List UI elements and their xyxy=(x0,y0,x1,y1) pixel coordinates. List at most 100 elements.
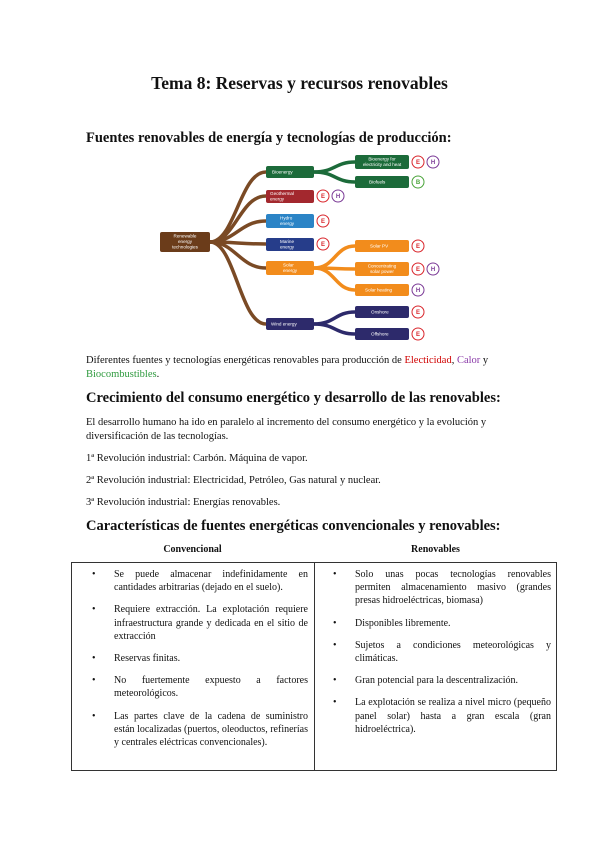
node-label: Hydro xyxy=(280,216,293,221)
list-item: Se puede almacenar indefinidamente en ca… xyxy=(92,568,308,594)
svg-text:H: H xyxy=(416,288,420,294)
node-root: Renewable energy technologies xyxy=(160,232,210,252)
badge-electricity: E xyxy=(411,305,425,319)
branch-line xyxy=(313,160,356,174)
node-label: energy xyxy=(283,268,298,273)
conventional-column: Se puede almacenar indefinidamente en ca… xyxy=(72,563,315,770)
svg-text:E: E xyxy=(321,219,325,225)
section-heading-growth: Crecimiento del consumo energético y des… xyxy=(86,390,501,406)
industrial-revolution-1: 1ª Revolución industrial: Carbón. Máquin… xyxy=(86,453,308,464)
node-solar-pv: Solar PV xyxy=(355,240,409,252)
svg-text:E: E xyxy=(416,332,420,338)
caption-text: Diferentes fuentes y tecnologías energét… xyxy=(86,355,405,366)
node-bioenergy-electricity-heat: Bioenergy for electricity and heat xyxy=(355,155,409,169)
caption-heat: Calor xyxy=(456,355,481,366)
column-header-conventional: Convencional xyxy=(163,544,222,555)
svg-text:E: E xyxy=(416,244,420,250)
badge-electricity: E xyxy=(411,155,425,169)
node-wind: Wind energy xyxy=(266,318,314,330)
branch-line xyxy=(313,266,356,292)
caption-electricity: Electicidad xyxy=(404,355,452,366)
badge-heat: H xyxy=(426,155,440,169)
node-label: Wind energy xyxy=(271,322,297,327)
node-label: Geothermal xyxy=(270,191,294,196)
renewable-column: Solo unas pocas tecnologías renovables p… xyxy=(315,563,558,770)
badge-electricity: E xyxy=(411,239,425,253)
badge-electricity: E xyxy=(316,214,330,228)
badge-electricity: E xyxy=(316,237,330,251)
node-hydro: Hydro energy xyxy=(266,214,314,228)
svg-text:H: H xyxy=(431,267,435,273)
comparison-table: Se puede almacenar indefinidamente en ca… xyxy=(71,562,557,771)
list-item: Sujetos a condiciones meteorológicas y c… xyxy=(333,639,551,665)
list-item: Disponibles libremente. xyxy=(333,617,551,630)
list-item: No fuertemente expuesto a factores meteo… xyxy=(92,674,308,700)
column-header-renewable: Renovables xyxy=(411,544,460,555)
renewable-list: Solo unas pocas tecnologías renovables p… xyxy=(333,568,551,745)
diagram-badges: E H B E H E E E E H H E E xyxy=(316,155,440,341)
caption-biofuels: Biocombustibles xyxy=(86,369,157,380)
badge-electricity: E xyxy=(411,262,425,276)
list-item: Las partes clave de la cadena de suminis… xyxy=(92,710,308,750)
node-concentrating-solar-power: Concentrating solar power xyxy=(355,262,409,276)
svg-text:H: H xyxy=(336,194,340,200)
node-label: electricity and heat xyxy=(363,162,402,167)
branch-line xyxy=(313,310,356,326)
list-item: Gran potencial para la descentralización… xyxy=(333,674,551,687)
page-title: Tema 8: Reservas y recursos renovables xyxy=(151,73,448,93)
svg-text:E: E xyxy=(321,194,325,200)
node-marine: Marine energy xyxy=(266,238,314,251)
node-label: solar power xyxy=(370,269,394,274)
svg-text:E: E xyxy=(321,242,325,248)
industrial-revolution-2: 2ª Revolución industrial: Electricidad, … xyxy=(86,475,381,486)
node-label: Onshore xyxy=(371,310,389,315)
node-solar-heating: Solar heating xyxy=(355,284,409,296)
node-label: Solar xyxy=(283,263,294,268)
svg-text:H: H xyxy=(431,160,435,166)
caption-and: y xyxy=(480,355,489,366)
list-item: Reservas finitas. xyxy=(92,652,308,665)
node-label: Bioenergy xyxy=(272,170,293,175)
svg-text:E: E xyxy=(416,310,420,316)
node-label: Concentrating xyxy=(368,264,397,269)
badge-biofuel: B xyxy=(411,175,425,189)
badge-heat: H xyxy=(426,262,440,276)
node-label: Solar PV xyxy=(370,244,389,249)
node-biofuels: Biofuels xyxy=(355,176,409,188)
node-label: Bioenergy for xyxy=(368,157,396,162)
node-onshore: Onshore xyxy=(355,306,409,318)
section-heading-characteristics: Características de fuentes energéticas c… xyxy=(86,518,501,534)
svg-text:E: E xyxy=(416,267,420,273)
list-item: La explotación se realiza a nivel micro … xyxy=(333,696,551,736)
list-item: Solo unas pocas tecnologías renovables p… xyxy=(333,568,551,608)
diagram-caption: Diferentes fuentes y tecnologías energét… xyxy=(86,354,526,382)
svg-text:B: B xyxy=(416,180,421,186)
branch-line xyxy=(313,322,356,336)
node-label: energy xyxy=(280,221,295,226)
branch-line xyxy=(313,170,356,184)
industrial-revolution-3: 3ª Revolución industrial: Energías renov… xyxy=(86,497,281,508)
renewable-technologies-diagram: Renewable energy technologies Bioenergy … xyxy=(160,155,440,341)
growth-paragraph: El desarrollo humano ha ido en paralelo … xyxy=(86,417,487,442)
section-heading-sources: Fuentes renovables de energía y tecnolog… xyxy=(86,130,452,146)
node-label: Solar heating xyxy=(365,288,393,293)
node-label: technologies xyxy=(172,245,198,250)
node-label: Offshore xyxy=(371,332,389,337)
node-label: Marine xyxy=(280,239,294,244)
caption-end: . xyxy=(156,369,160,380)
svg-text:E: E xyxy=(416,160,420,166)
node-geothermal: Geothermal energy xyxy=(266,190,314,203)
list-item: Requiere extracción. La explotación requ… xyxy=(92,603,308,643)
node-label: energy xyxy=(178,239,193,244)
node-bioenergy: Bioenergy xyxy=(266,166,314,178)
badge-electricity: E xyxy=(411,327,425,341)
node-label: energy xyxy=(270,197,285,202)
badge-electricity: E xyxy=(316,189,330,203)
caption-separator: , xyxy=(451,355,457,366)
node-label: Biofuels xyxy=(369,180,386,185)
node-offshore: Offshore xyxy=(355,328,409,340)
diagram-branches xyxy=(209,160,356,336)
branch-line xyxy=(209,240,267,326)
node-solar: Solar energy xyxy=(266,261,314,275)
